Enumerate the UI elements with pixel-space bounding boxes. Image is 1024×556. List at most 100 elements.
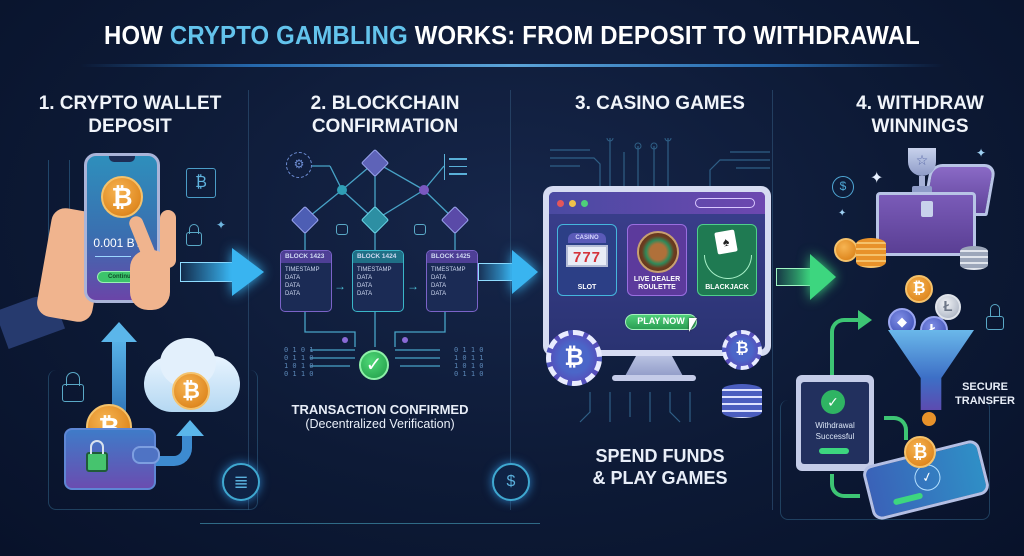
block-line: DATA [431,283,447,289]
game-card-blackjack[interactable]: ♠ BLACKJACK [697,224,757,296]
circuit-decor [550,138,770,188]
block-card-2: BLOCK 1424 TIMESTAMP DATA DATA DATA [352,250,404,312]
block-header: BLOCK 1425 [427,251,477,263]
secure-line1: SECURE [962,381,1008,393]
wallet-icon [64,428,160,490]
separator-1 [248,90,249,510]
lock-small-icon-2 [414,224,426,235]
hand-fingers [160,210,176,268]
incoming-bitcoin-icon: ₿ [904,436,936,468]
cursor-icon [689,318,697,332]
step1-title: 1. CRYPTO WALLET DEPOSIT [20,92,240,138]
silver-coin-stack-icon [960,246,988,270]
coins-stack-icon: ≣ [222,463,260,501]
lock-icon [186,232,202,246]
block-line: DATA [357,291,373,297]
status-line2: Successful [815,432,855,441]
slot-badge: CASINO [568,233,606,243]
binary-row: 1 0 1 1 [454,354,484,362]
game-card-slot[interactable]: CASINO 777 SLOT [557,224,617,296]
playing-cards-icon: ♠ [714,229,738,255]
step2-title-line2: CONFIRMATION [311,116,459,137]
arrow-right-step2 [478,250,538,294]
step3-title-line1: 3. CASINO GAMES [575,93,745,114]
up-arrow-head [101,322,137,342]
spend-line2: & PLAY GAMES [592,468,728,488]
curved-arrow-icon [156,430,192,466]
block-header: BLOCK 1424 [353,251,403,263]
step2-title: 2. BLOCKCHAIN CONFIRMATION [270,92,500,138]
blackjack-table-arc [704,255,752,279]
phone-notch [109,156,135,162]
binary-row: 1 0 1 0 [454,362,484,370]
lock-shackle [990,304,1000,316]
step4-title-line1: 4. WITHDRAW [856,93,984,114]
binary-row: 1 0 1 0 [284,362,314,370]
green-curved-arrow-bottom-icon [830,474,860,498]
block-line: DATA [357,275,373,281]
title-prefix: HOW [104,20,170,50]
close-dot[interactable] [557,200,564,207]
caption-line2: (Decentralized Verification) [305,417,455,431]
title-highlight: CRYPTO GAMBLING [169,20,408,50]
bitcoin-coin-icon: ₿ [905,275,933,303]
block-line: TIMESTAMP [285,267,320,273]
separator-3 [772,90,773,510]
slot-reels: 777 [566,245,608,267]
binary-row: 0 1 1 0 [284,370,314,378]
step2-title-line1: 2. BLOCKCHAIN [310,93,460,114]
binary-row: 0 1 0 1 [284,346,314,354]
block-card-1: BLOCK 1423 TIMESTAMP DATA DATA DATA [280,250,332,312]
roulette-line2: ROULETTE [638,284,676,291]
binary-right: 0 1 1 0 1 0 1 1 1 0 1 0 0 1 1 0 [454,346,484,378]
bottom-line [200,523,540,524]
lock-icon [986,316,1004,330]
binary-row: 0 1 1 0 [454,346,484,354]
binary-left: 0 1 0 1 0 1 1 0 1 0 1 0 0 1 1 0 [284,346,314,378]
binary-row: 0 1 1 0 [284,354,314,362]
trophy-icon: ☆ [902,148,942,204]
tablet-screen: ✓ Withdrawal Successful [801,382,869,464]
dollar-circle-icon: $ [832,176,854,198]
maximize-dot[interactable] [581,200,588,207]
success-check-icon: ✓ [821,390,845,414]
secure-transfer-caption: SECURE TRANSFER [950,380,1020,408]
block-line: DATA [431,275,447,281]
step4-title: 4. WITHDRAW WINNINGS [820,92,1020,138]
roulette-line1: LIVE DEALER [633,276,681,283]
title-underline-glow [80,64,944,67]
game-label-roulette: LIVE DEALER ROULETTE [628,276,686,292]
circuit-decor-bottom [579,392,691,423]
monitor-stand [624,356,684,378]
bitcoin-coin-icon: ₿ [101,176,143,218]
sparkle-icon: ✦ [870,170,884,187]
sparkle-icon: ✦ [216,218,227,232]
minimize-dot[interactable] [569,200,576,207]
crypto-chip-icon: ₿ [186,168,216,198]
gear-network-icon: ⚙ [286,152,312,178]
treasure-chest-icon [876,192,976,256]
secure-line2: TRANSFER [955,395,1015,407]
casino-monitor: CASINO 777 SLOT LIVE DEALER ROULETTE ♠ B… [543,186,771,356]
wallet-clasp [132,446,160,464]
address-bar[interactable] [695,198,755,208]
block-line: TIMESTAMP [357,267,392,273]
verification-lines [304,312,446,367]
block-line: DATA [357,283,373,289]
game-label-slot: SLOT [577,284,597,291]
phone-progress-bar [892,492,924,506]
transaction-confirmed-caption: TRANSACTION CONFIRMED (Decentralized Ver… [270,402,490,431]
play-now-button[interactable]: PLAY NOW [625,314,697,330]
casino-screen: CASINO 777 SLOT LIVE DEALER ROULETTE ♠ B… [549,192,765,350]
block-card-3: BLOCK 1425 TIMESTAMP DATA DATA DATA [426,250,478,312]
withdrawal-status-text: Withdrawal Successful [801,420,869,442]
checkmark-icon: ✓ [359,350,389,380]
step1-title-line2: DEPOSIT [88,116,172,137]
bitcoin-chip-small-icon: ₿ [722,330,762,370]
bitcoin-chip-large-icon: ₿ [546,330,602,386]
game-card-roulette[interactable]: LIVE DEALER ROULETTE [627,224,687,296]
spend-funds-caption: SPEND FUNDS & PLAY GAMES [560,445,760,489]
page-title: HOW CRYPTO GAMBLING WORKS: FROM DEPOSIT … [41,20,983,51]
sparkle-right-icon: ✦ [976,146,987,160]
block-line: DATA [285,275,301,281]
